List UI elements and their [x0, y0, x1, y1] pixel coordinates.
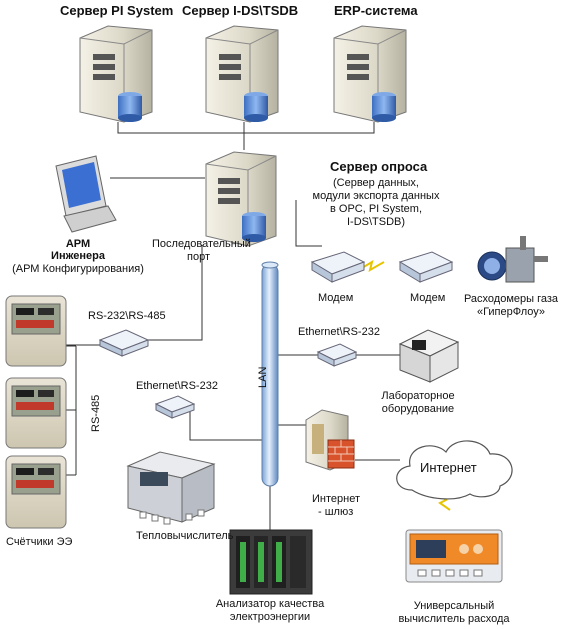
lab-equipment-icon [398, 329, 460, 383]
rs232-rs485-converter-icon [98, 329, 150, 357]
poll-server-icon [205, 151, 277, 247]
gas-flowmeter-icon [477, 236, 548, 283]
poll-server-desc-2: модули экспорта данных [312, 190, 440, 202]
gateway-label-2: - шлюз [318, 506, 354, 518]
server-ids-label: Сервер I-DS\TSDB [182, 3, 299, 18]
server-pi-icon [79, 25, 153, 123]
energy-meters-label: Счётчики ЭЭ [6, 536, 73, 548]
lan-bus [261, 261, 279, 487]
eth-rs232-heat-converter-icon [154, 395, 196, 419]
poll-server-desc-1: (Сервер данных, [332, 177, 419, 189]
flow-calculator-label-1: Универсальный [413, 600, 495, 612]
gateway-label-1: Интернет [312, 493, 360, 505]
arm-title-2: Инженера [51, 250, 105, 262]
server-erp-label: ERP-система [334, 3, 418, 18]
modem-2-label: Модем [410, 292, 446, 304]
energy-meter-1-icon [5, 295, 67, 367]
flow-calculator-label-2: вычислитель расхода [398, 613, 510, 625]
heat-calculator-icon [126, 451, 216, 525]
flow-calculator-icon [405, 529, 503, 583]
arm-title-1: АРМ [65, 238, 91, 250]
serial-port-label-2: порт [187, 251, 210, 263]
eth-rs232-lab-label: Ethernet\RS-232 [298, 326, 380, 338]
poll-server-desc-3: в OPC, PI System, [329, 203, 423, 215]
modem-1-icon [310, 251, 366, 283]
rs485-label: RS-485 [90, 394, 102, 432]
server-ids-icon [205, 25, 279, 123]
gas-meters-label-1: Расходомеры газа [463, 293, 559, 305]
poll-server-title: Сервер опроса [330, 159, 428, 174]
eth-rs232-lab-converter-icon [316, 343, 358, 367]
energy-meter-3-icon [5, 455, 67, 529]
eth-rs232-heat-label: Ethernet\RS-232 [136, 380, 218, 392]
energy-meter-2-icon [5, 377, 67, 449]
power-analyzer-icon [229, 529, 313, 595]
internet-cloud-icon [396, 440, 513, 500]
heat-calculator-label: Тепловычислитель [136, 530, 234, 542]
rs232-rs485-label: RS-232\RS-485 [88, 310, 166, 322]
gateway-icon [305, 409, 355, 471]
arm-subtitle: (АРМ Конфигурирования) [12, 263, 144, 275]
analyzer-label-2: электроэнергии [229, 611, 311, 623]
internet-label: Интернет [420, 460, 477, 475]
modem-2-icon [398, 251, 454, 283]
poll-server-desc-4: I-DS\TSDB) [346, 216, 406, 228]
workstation-icon [55, 155, 117, 233]
server-pi-label: Сервер PI System [60, 3, 174, 18]
server-erp-icon [333, 25, 407, 123]
gas-meters-label-2: «ГиперФлоу» [476, 306, 546, 318]
serial-port-label-1: Последовательный [152, 238, 251, 250]
lab-label-1: Лабораторное [381, 390, 455, 402]
lab-label-2: оборудование [381, 403, 455, 415]
modem-1-label: Модем [318, 292, 354, 304]
analyzer-label-1: Анализатор качества [215, 598, 325, 610]
lan-label: LAN [257, 366, 269, 388]
